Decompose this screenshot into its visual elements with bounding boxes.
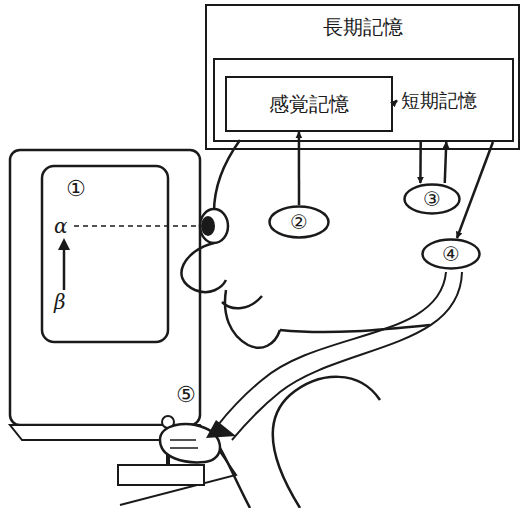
box-label: 短期記憶 xyxy=(401,90,477,111)
callout-number: ⑤ xyxy=(176,384,196,406)
callout-number: ② xyxy=(290,211,308,233)
joystick-base xyxy=(118,465,204,485)
memory-box: 感覚記憶 xyxy=(225,76,393,132)
box-label: 長期記憶 xyxy=(323,16,403,38)
step-oval: ③ xyxy=(403,183,461,215)
scan-symbol: β xyxy=(54,292,66,312)
flow-arrow xyxy=(298,132,301,205)
callout-number: ④ xyxy=(442,243,460,265)
memory-region: 短期記憶 感覚記憶 xyxy=(213,58,514,142)
mouth xyxy=(222,296,262,308)
monitor-casing xyxy=(10,150,200,425)
scan-symbol: α xyxy=(54,216,68,236)
callout-number: ① xyxy=(66,178,86,200)
shoulder xyxy=(280,325,430,332)
eye xyxy=(200,209,228,243)
step-oval: ② xyxy=(268,205,330,239)
head-outline xyxy=(214,140,240,212)
callout-number: ③ xyxy=(423,188,441,210)
nose xyxy=(181,243,226,292)
chin xyxy=(225,290,280,348)
monitor-screen xyxy=(42,166,168,342)
motor-path xyxy=(214,272,446,430)
step-oval: ④ xyxy=(421,238,481,270)
memory-box: 長期記憶短期記憶 感覚記憶 xyxy=(205,4,520,150)
flow-arrow xyxy=(393,100,397,104)
oval-shape xyxy=(405,185,460,214)
flow-arrow xyxy=(457,142,493,238)
box-label: 感覚記憶 xyxy=(269,93,349,115)
motor-arrowhead xyxy=(206,420,236,438)
oval-shape xyxy=(423,240,480,269)
scan-arrow xyxy=(63,246,66,290)
gaze-line xyxy=(74,225,196,227)
arm xyxy=(273,377,380,508)
oval-shape xyxy=(270,207,329,238)
motor-path xyxy=(232,272,462,440)
pupil xyxy=(201,216,215,236)
scan-arrowhead xyxy=(58,238,70,250)
fingers xyxy=(170,440,198,448)
